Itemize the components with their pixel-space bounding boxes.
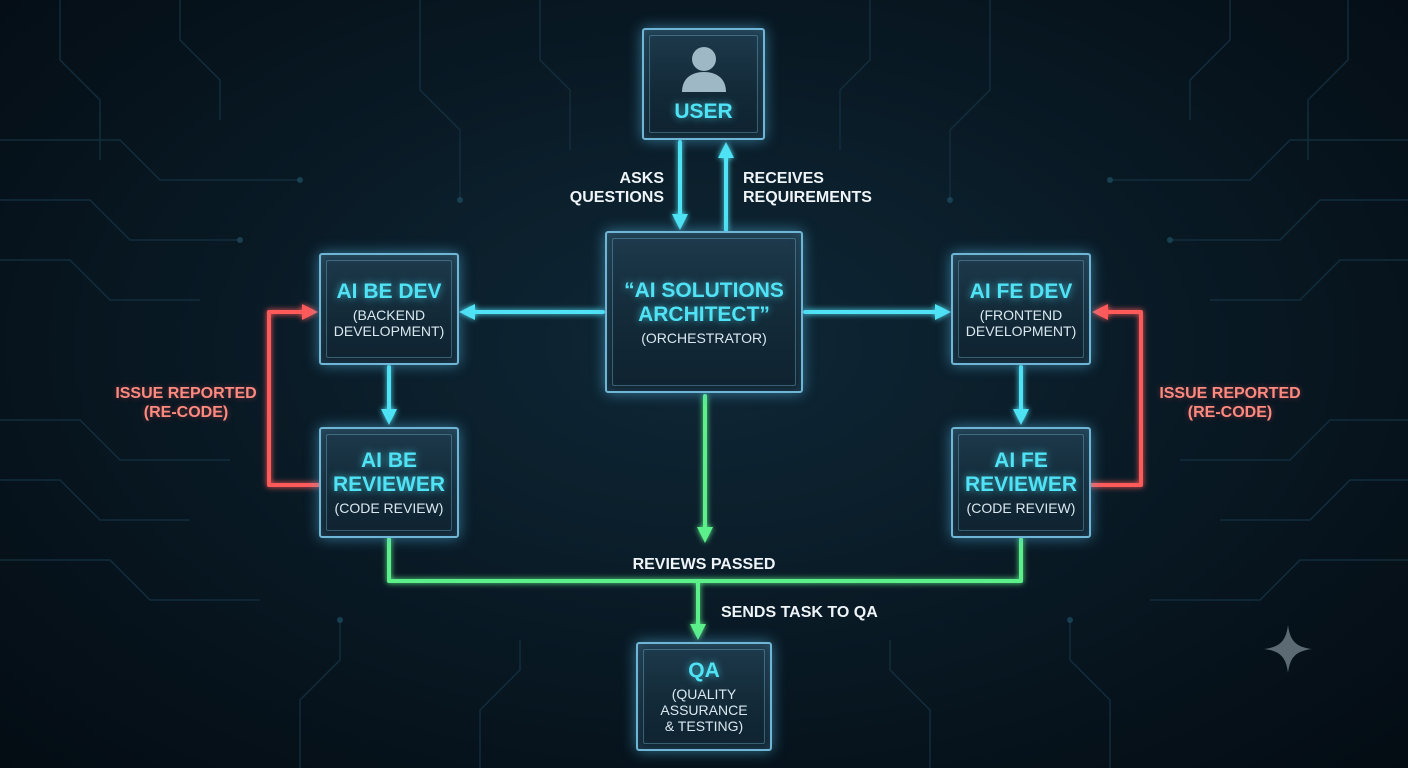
be-reviewer-subtitle: (CODE REVIEW) bbox=[334, 500, 444, 516]
user-node: USER bbox=[642, 28, 765, 140]
architect-subtitle: (ORCHESTRATOR) bbox=[641, 330, 767, 346]
fe-dev-node: AI FE DEV (FRONTEND DEVELOPMENT) bbox=[951, 253, 1091, 365]
user-title: USER bbox=[674, 100, 733, 123]
label-receives-requirements: RECEIVES REQUIREMENTS bbox=[743, 170, 872, 206]
fe-reviewer-subtitle: (CODE REVIEW) bbox=[966, 500, 1076, 516]
label-asks-questions: ASKS QUESTIONS bbox=[569, 170, 664, 206]
qa-node: QA (QUALITY ASSURANCE & TESTING) bbox=[636, 642, 772, 751]
be-dev-node: AI BE DEV (BACKEND DEVELOPMENT) bbox=[319, 253, 459, 365]
label-sends-to-qa: SENDS TASK TO QA bbox=[721, 604, 878, 621]
label-reviews-passed: REVIEWS PASSED bbox=[632, 556, 776, 573]
label-issue-left: ISSUE REPORTED (RE-CODE) bbox=[115, 385, 257, 421]
fe-reviewer-title: AI FE REVIEWER bbox=[964, 449, 1077, 496]
architect-node: “AI SOLUTIONS ARCHITECT” (ORCHESTRATOR) bbox=[605, 231, 803, 393]
label-issue-right: ISSUE REPORTED (RE-CODE) bbox=[1159, 385, 1301, 421]
be-reviewer-node: AI BE REVIEWER (CODE REVIEW) bbox=[319, 427, 459, 538]
sparkle-icon bbox=[1264, 625, 1312, 673]
qa-title: QA bbox=[688, 659, 720, 682]
architect-title: “AI SOLUTIONS ARCHITECT” bbox=[624, 279, 784, 326]
fe-reviewer-node: AI FE REVIEWER (CODE REVIEW) bbox=[951, 427, 1091, 538]
be-dev-subtitle: (BACKEND DEVELOPMENT) bbox=[333, 306, 445, 339]
be-reviewer-title: AI BE REVIEWER bbox=[332, 449, 445, 496]
be-dev-title: AI BE DEV bbox=[336, 279, 442, 303]
qa-subtitle: (QUALITY ASSURANCE & TESTING) bbox=[660, 686, 748, 734]
fe-dev-title: AI FE DEV bbox=[969, 279, 1073, 303]
arrow-issue-right bbox=[1089, 304, 1143, 487]
fe-dev-subtitle: (FRONTEND DEVELOPMENT) bbox=[965, 306, 1077, 339]
user-icon bbox=[681, 47, 726, 92]
line-reviews-passed bbox=[387, 537, 1023, 583]
arrow-issue-left bbox=[267, 304, 321, 487]
